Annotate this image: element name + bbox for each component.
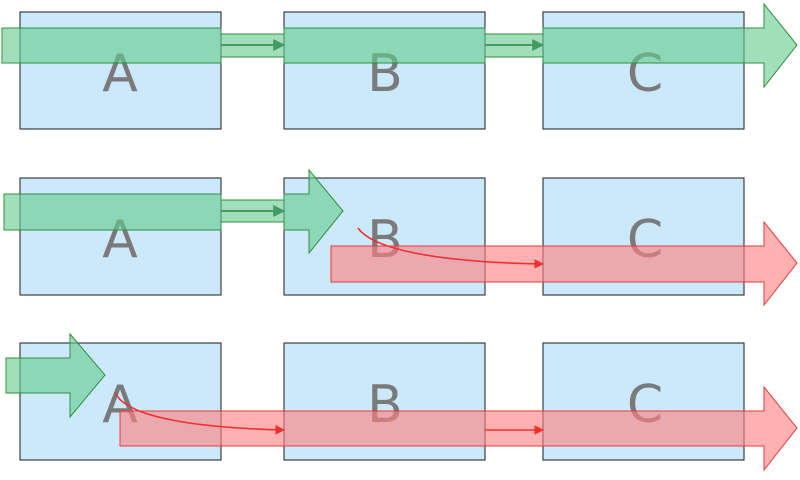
row-3-green-flow-arrow xyxy=(5,332,106,419)
row-2-red-flow-arrow xyxy=(330,220,798,307)
row-3-red-flow-arrow xyxy=(119,385,798,472)
row-3-redirect-curve xyxy=(114,391,285,435)
row-2-green-flow-arrow xyxy=(3,168,344,255)
row-2: A B C xyxy=(3,168,798,307)
row-1: A B C xyxy=(1,2,798,130)
row-3: A B C xyxy=(5,332,798,472)
row-2-redirect-curve xyxy=(357,227,544,269)
row-1-green-flow-arrow xyxy=(1,2,798,89)
